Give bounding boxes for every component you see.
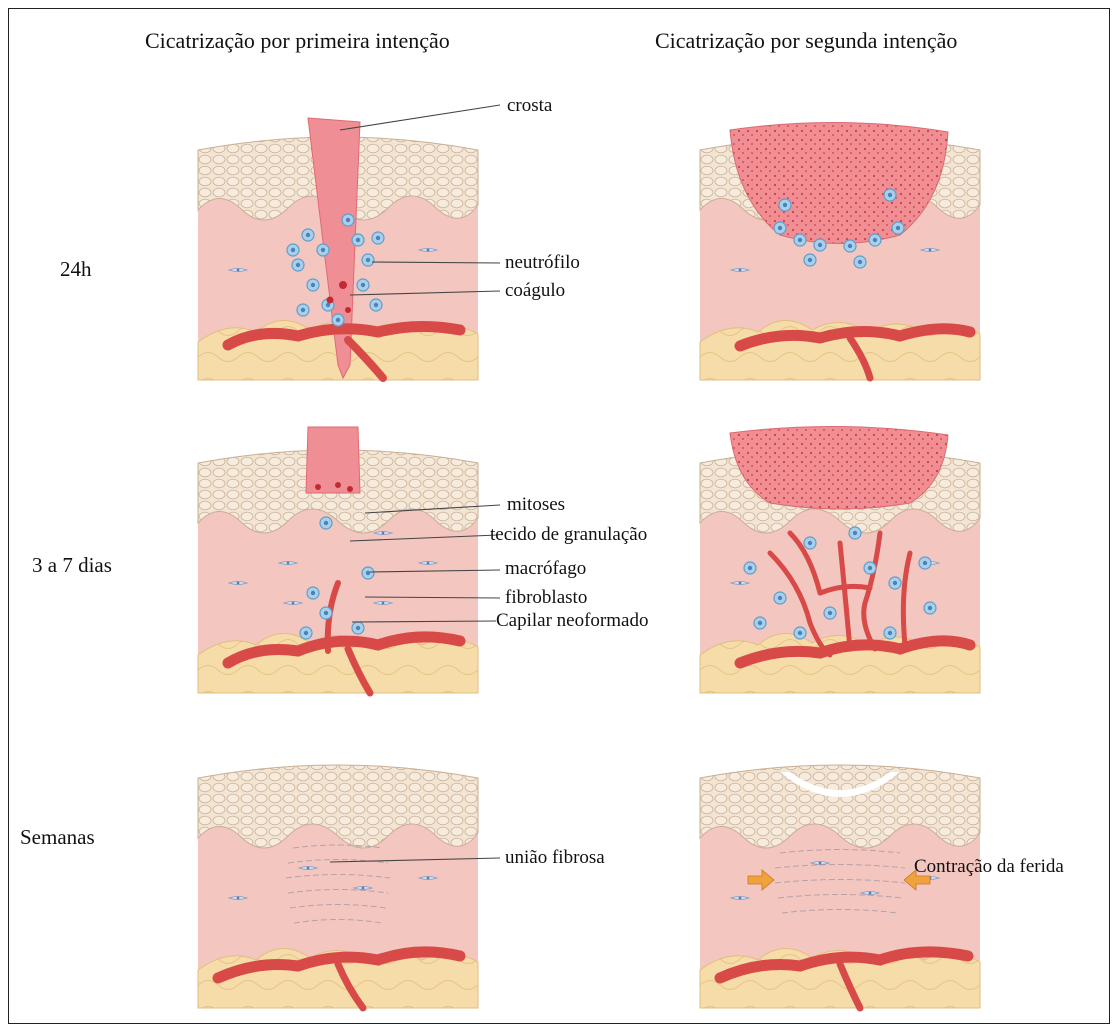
panel-weeks-second	[700, 765, 980, 1008]
label-coagulo: coágulo	[505, 280, 565, 302]
label-macrofago: macrófago	[505, 558, 586, 580]
panel-24h-second	[700, 122, 980, 380]
label-crosta: crosta	[507, 95, 552, 117]
label-tecido-granulacao: tecido de granulação	[490, 524, 647, 546]
label-contracao-ferida: Contração da ferida	[914, 856, 1064, 878]
label-fibroblasto: fibroblasto	[505, 587, 587, 609]
panel-24h-first	[198, 118, 478, 380]
panel-3-7-first	[198, 427, 478, 693]
panel-3-7-second	[700, 426, 980, 693]
panel-weeks-first	[198, 765, 478, 1008]
label-neutrofilo: neutrófilo	[505, 252, 580, 274]
label-mitoses: mitoses	[507, 494, 565, 516]
label-capilar-neoformado: Capilar neoformado	[496, 610, 648, 632]
label-uniao-fibrosa: união fibrosa	[505, 847, 605, 869]
